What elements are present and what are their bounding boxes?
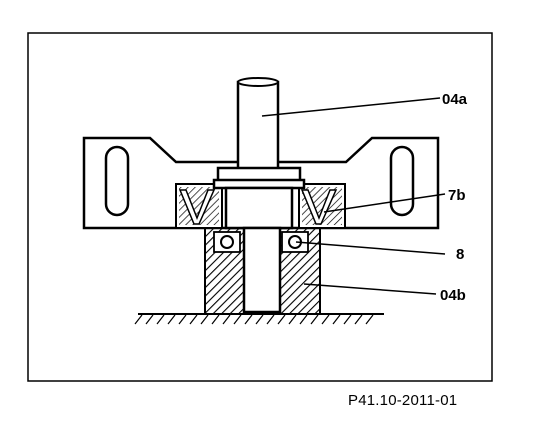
figure-code: P41.10-2011-01	[348, 392, 458, 409]
shaft	[212, 77, 306, 314]
ground-hatch-tick	[233, 314, 242, 325]
ground-hatch-tick	[277, 314, 286, 325]
ground-hatch-tick	[288, 314, 297, 325]
ground-hatch-tick	[354, 314, 363, 325]
ground-hatch-tick	[321, 314, 330, 325]
ground-hatch-tick	[222, 314, 231, 325]
left-slot	[104, 145, 130, 217]
ground-base	[134, 313, 384, 325]
ground-hatch-tick	[145, 314, 154, 325]
seal-assembly	[175, 183, 346, 229]
ground-hatch-tick	[332, 314, 341, 325]
ground-hatch-tick	[310, 314, 319, 325]
right-slot	[389, 145, 415, 217]
ground-hatch-tick	[244, 314, 253, 325]
label-bearing: 8	[456, 246, 464, 263]
ground-hatch-tick	[156, 314, 165, 325]
ground-hatch-tick	[200, 314, 209, 325]
ground-hatch-tick	[266, 314, 275, 325]
ground-hatch-tick	[134, 314, 143, 325]
bearing-left	[213, 231, 241, 253]
ground-hatch-tick	[343, 314, 352, 325]
ground-hatch-tick	[299, 314, 308, 325]
ground-hatch-tick	[167, 314, 176, 325]
ground-hatch-tick	[255, 314, 264, 325]
leader-lines	[261, 97, 446, 295]
figure-frame	[27, 32, 493, 382]
label-seal: 7b	[448, 187, 466, 204]
ground-hatch-tick	[365, 314, 374, 325]
ground-hatch-tick	[189, 314, 198, 325]
label-housing: 04b	[440, 287, 466, 304]
label-shaft: 04a	[442, 91, 468, 108]
ground-hatch-tick	[211, 314, 220, 325]
ground-hatch-tick	[178, 314, 187, 325]
